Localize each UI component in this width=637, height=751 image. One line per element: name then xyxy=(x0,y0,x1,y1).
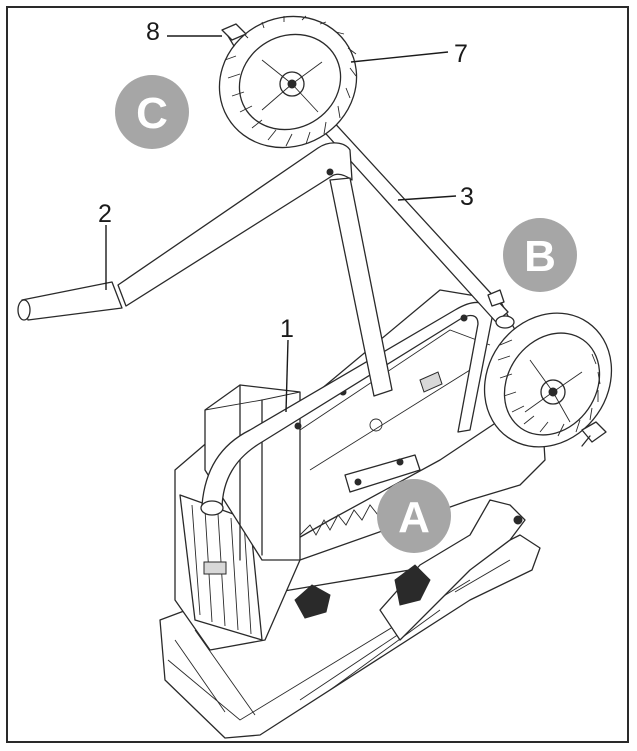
callout-2: 2 xyxy=(98,200,112,228)
callout-1: 1 xyxy=(280,315,294,343)
svg-text:C: C xyxy=(136,89,168,138)
svg-text:A: A xyxy=(398,493,430,542)
badge-a: A xyxy=(377,479,451,553)
callout-8: 8 xyxy=(146,18,160,46)
wheel-7 xyxy=(218,15,358,149)
callout-7: 7 xyxy=(454,40,468,68)
leader-lines xyxy=(105,35,457,413)
frame-tube xyxy=(200,301,493,516)
callout-3: 3 xyxy=(460,183,474,211)
badge-b: B xyxy=(503,218,577,292)
handle-tube xyxy=(17,142,393,397)
main-body xyxy=(159,289,546,739)
badge-c: C xyxy=(115,75,189,149)
wheel-b xyxy=(483,312,613,448)
svg-text:B: B xyxy=(524,232,556,281)
